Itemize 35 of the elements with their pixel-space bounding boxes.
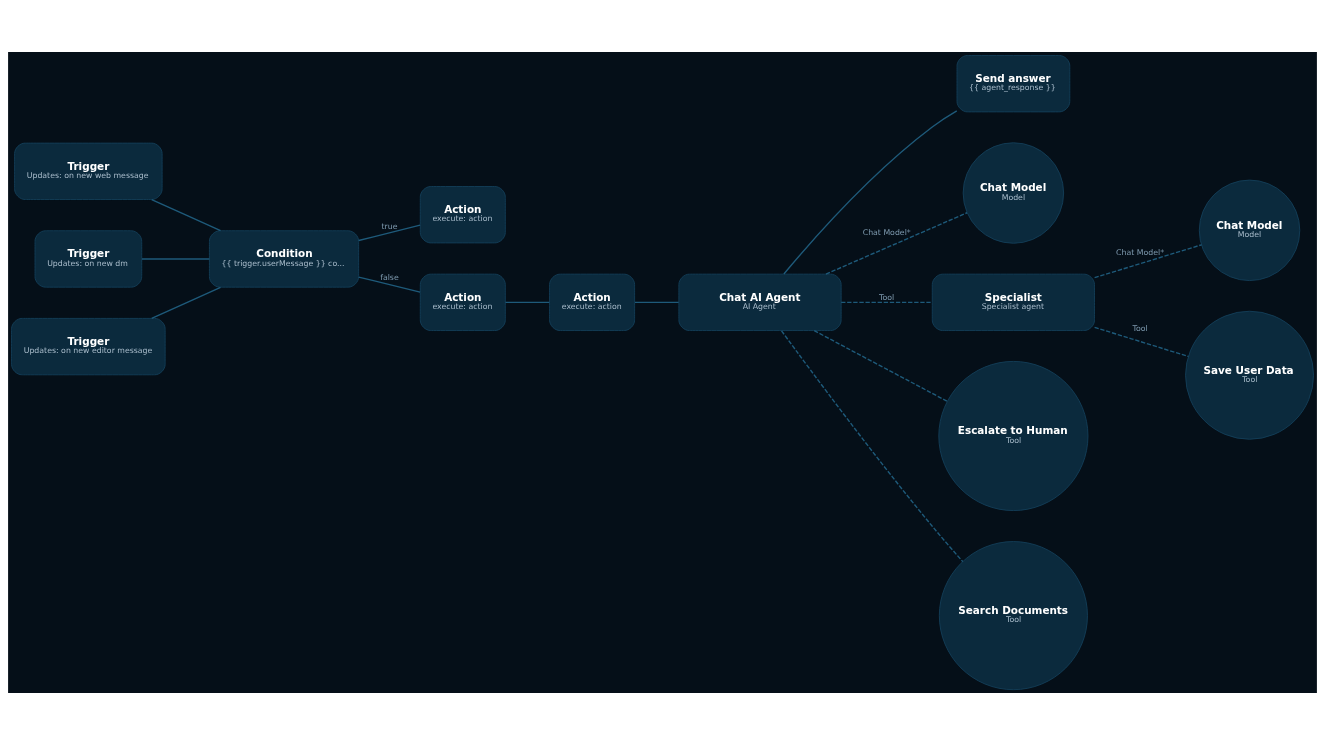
node-box: Chat AI Agent AI Agent	[678, 273, 842, 331]
edge-label: Chat Model*	[1116, 247, 1165, 257]
node-box: Specialist Specialist agent	[931, 273, 1095, 331]
node-circle: Chat Model Model	[1198, 179, 1301, 281]
node-box: Send answer {{ agent_response }}	[956, 55, 1071, 113]
node-box: Trigger Updates: on new editor message	[11, 317, 166, 376]
node-box: Condition {{ trigger.userMessage }} co...	[208, 230, 360, 288]
edge-label: false	[380, 272, 399, 282]
edge-label: true	[381, 221, 398, 231]
node-box: Action execute: action	[419, 186, 506, 244]
connector	[150, 286, 222, 320]
node-circle: Escalate to Human Tool	[938, 360, 1089, 511]
connector	[780, 330, 964, 563]
connector	[358, 276, 421, 293]
connector	[813, 330, 949, 403]
connector	[783, 110, 958, 275]
node-circle: Chat Model Model	[962, 142, 1065, 244]
connector	[504, 301, 551, 304]
connector	[1093, 244, 1203, 279]
node-box: Trigger Updates: on new dm	[34, 230, 143, 288]
edge-label: Tool	[879, 292, 895, 302]
connector	[1093, 326, 1190, 358]
connector	[825, 212, 968, 275]
node-circle: Search Documents Tool	[938, 541, 1088, 691]
connector	[358, 224, 421, 242]
edge-label: Chat Model*	[862, 227, 911, 237]
connector	[634, 301, 680, 304]
node-box: Action execute: action	[549, 273, 636, 331]
node-box: Action execute: action	[419, 273, 506, 331]
connector	[141, 258, 211, 260]
connector	[150, 198, 222, 232]
node-circle: Save User Data Tool	[1185, 310, 1314, 440]
connector	[840, 301, 933, 304]
edge-label: Tool	[1132, 324, 1148, 334]
node-box: Trigger Updates: on new web message	[14, 142, 163, 200]
